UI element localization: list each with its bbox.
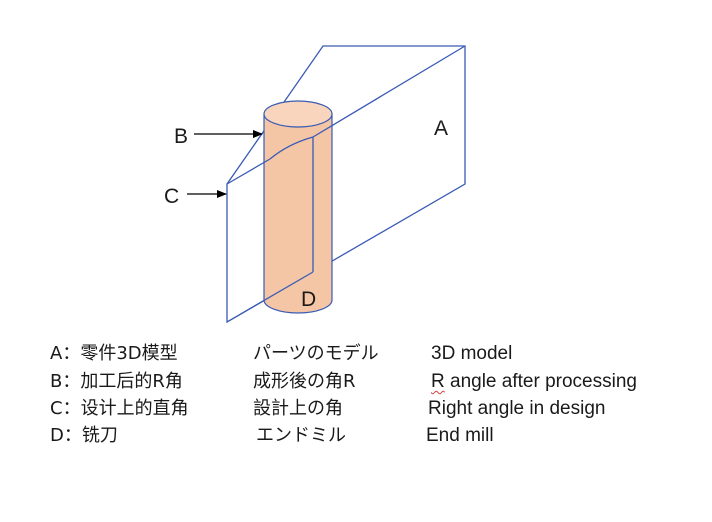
legend-chinese: B：加工后的R角: [50, 371, 183, 392]
legend-japanese: 成形後の角R: [253, 371, 356, 392]
legend-japanese: パーツのモデル: [253, 343, 379, 364]
legend-chinese: C：设计上的直角: [50, 398, 189, 419]
label-d: D: [301, 288, 316, 311]
spellcheck-underlined-word: R: [431, 371, 445, 392]
end-mill-cylinder: [263, 100, 333, 314]
legend-japanese: 設計上の角: [253, 398, 343, 419]
legend-english-rest: angle after processing: [444, 371, 637, 392]
legend-chinese: D：铣刀: [50, 425, 118, 446]
legend-english: Right angle in design: [428, 398, 606, 419]
legend-english: R angle after processing: [431, 369, 637, 395]
legend-english: End mill: [426, 425, 494, 446]
legend-japanese: エンドミル: [256, 425, 346, 446]
legend-chinese: A：零件3D模型: [50, 343, 178, 364]
label-b: B: [174, 125, 188, 148]
label-a: A: [434, 117, 448, 140]
label-c: C: [164, 185, 179, 208]
legend-english: 3D model: [431, 343, 513, 364]
part-model-plane: [226, 45, 466, 324]
corner-edges: [226, 45, 466, 323]
